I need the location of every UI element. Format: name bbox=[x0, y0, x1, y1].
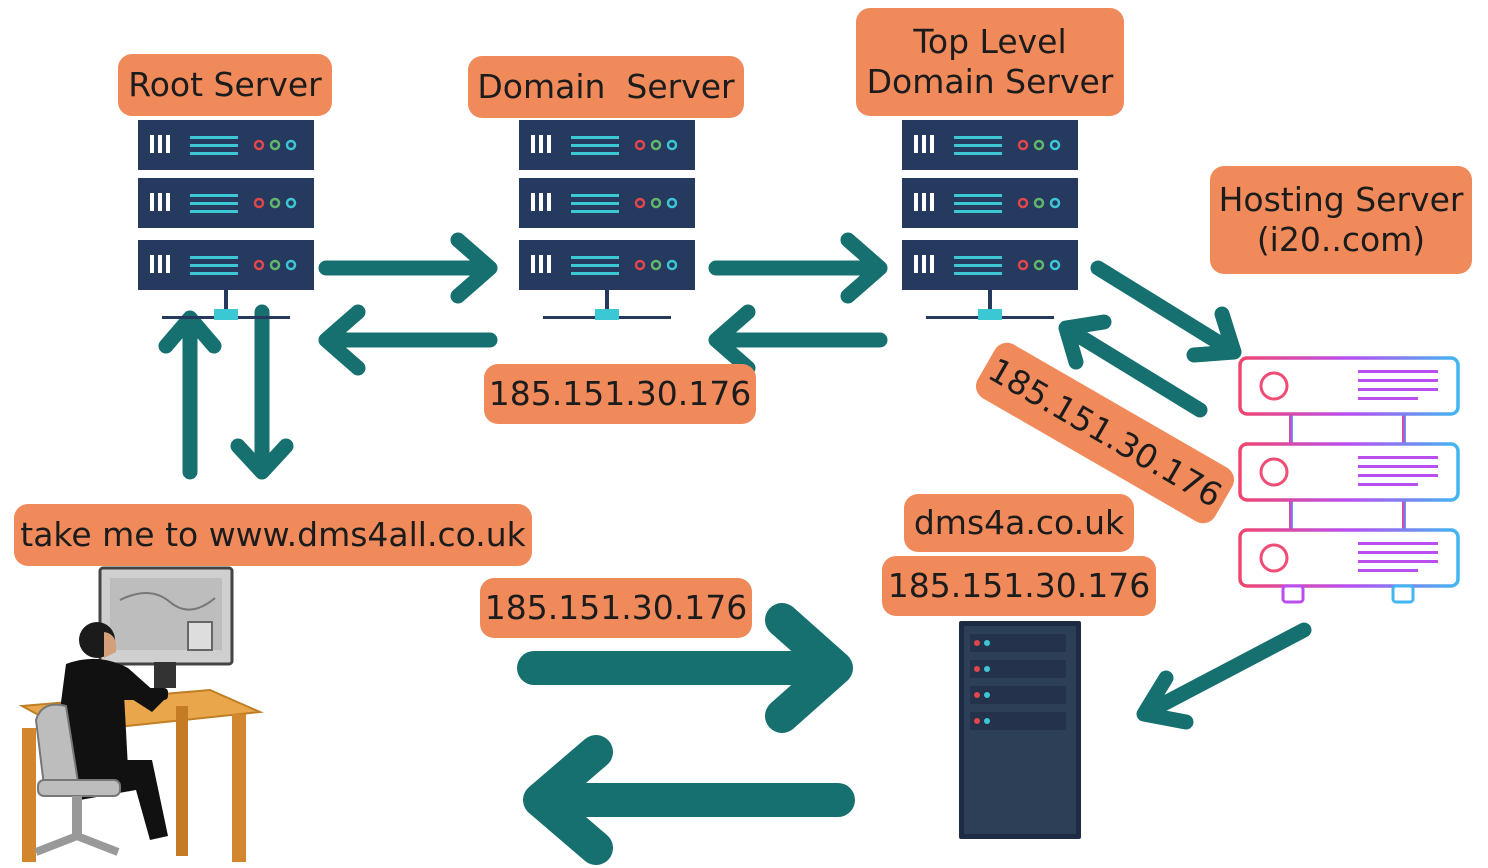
root-server-icon bbox=[138, 120, 314, 320]
label-root-server: Root Server bbox=[118, 54, 332, 116]
website-server-icon bbox=[957, 619, 1083, 841]
arrow-hosting-to-tld bbox=[1058, 314, 1208, 418]
arrow-domain-to-root bbox=[318, 304, 498, 376]
label-website-domain: dms4a.co.uk bbox=[904, 494, 1134, 552]
label-ip-domain: 185.151.30.176 bbox=[484, 364, 756, 424]
arrow-tld-to-hosting bbox=[1090, 260, 1242, 363]
arrow-domain-to-tld bbox=[708, 232, 888, 304]
label-ip-client: 185.151.30.176 bbox=[480, 578, 752, 638]
arrow-tld-to-domain bbox=[708, 304, 888, 376]
tld-server-icon bbox=[902, 120, 1078, 320]
label-hosting-server: Hosting Server(i20..com) bbox=[1210, 166, 1472, 274]
arrow-root-to-client bbox=[230, 304, 294, 480]
domain-server-icon bbox=[519, 120, 695, 320]
arrow-hosting-to-website bbox=[1136, 622, 1312, 730]
label-request: take me to www.dms4all.co.uk bbox=[14, 504, 532, 566]
label-domain-server: Domain Server bbox=[468, 56, 744, 118]
label-website-ip: 185.151.30.176 bbox=[882, 556, 1156, 616]
arrow-client-to-root bbox=[158, 310, 222, 480]
arrow-client-to-website bbox=[517, 603, 853, 733]
arrow-website-to-client bbox=[523, 735, 855, 865]
arrow-root-to-domain bbox=[318, 232, 498, 304]
person-at-computer-icon bbox=[18, 566, 264, 862]
hosting-server-icon bbox=[1238, 356, 1460, 604]
